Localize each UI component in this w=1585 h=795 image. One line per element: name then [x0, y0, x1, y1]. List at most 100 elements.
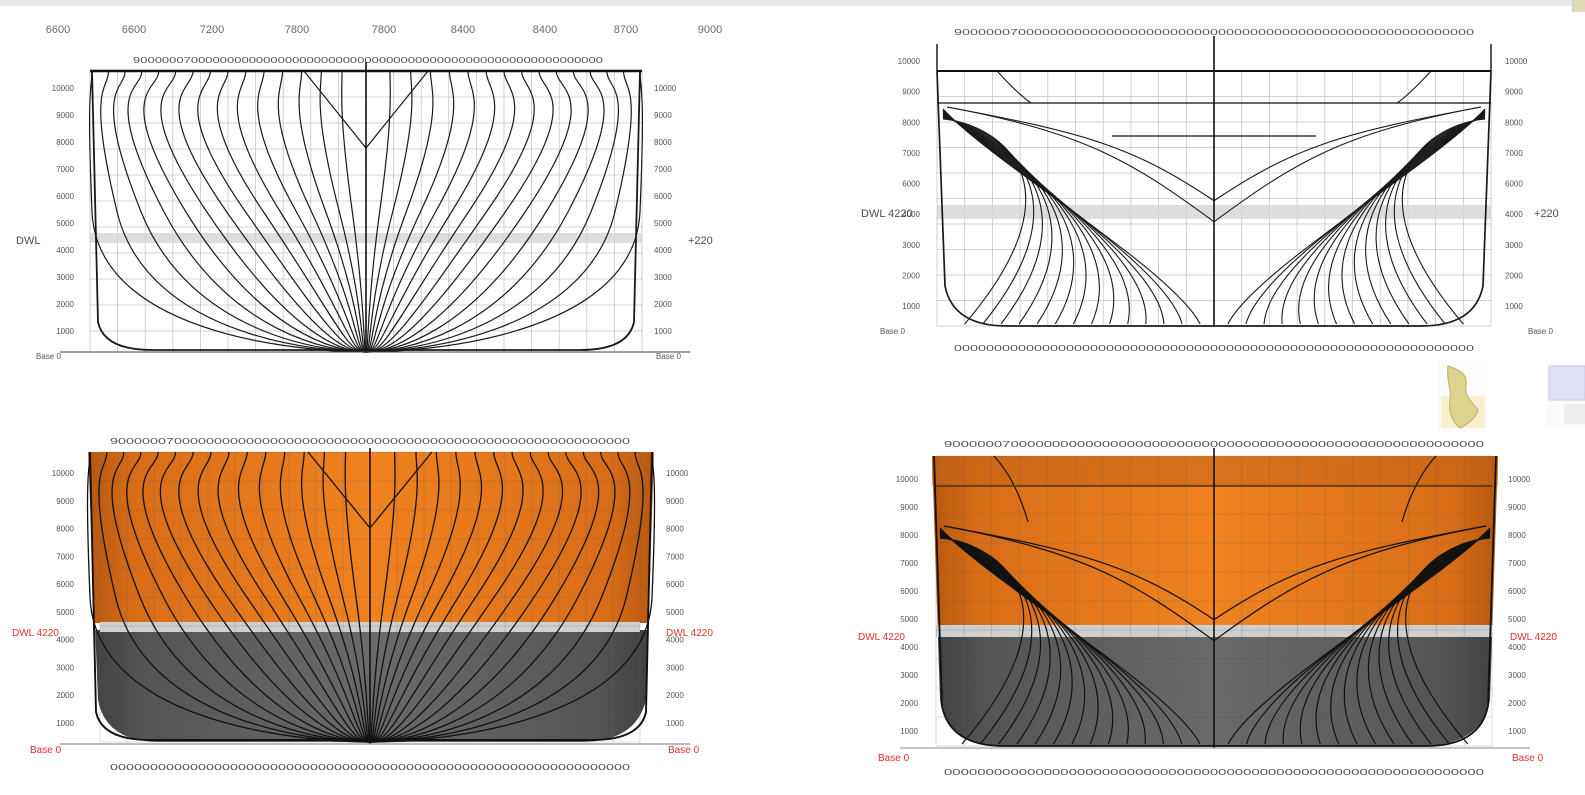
- height-tick-label: 10000: [654, 84, 677, 93]
- height-tick-label: 7000: [1505, 149, 1523, 158]
- base-label-left: Base 0: [36, 352, 61, 361]
- dwl-label-right: +220: [688, 235, 713, 247]
- station-line: [365, 70, 620, 353]
- height-tick-label: 6000: [56, 580, 74, 589]
- height-tick-label: 2000: [666, 691, 684, 700]
- height-tick-label: 2000: [654, 300, 672, 309]
- height-tick-label: 6000: [1505, 180, 1523, 189]
- station-line: [1401, 118, 1486, 325]
- station-lines: [933, 455, 1497, 747]
- height-tick-label: 9000: [902, 88, 920, 97]
- height-tick-label: 3000: [1508, 671, 1526, 680]
- station-line: [939, 535, 1041, 745]
- top-scale-label: 7800: [372, 24, 396, 36]
- height-tick-label: 8000: [1505, 118, 1523, 127]
- hull-thumbnail-icon[interactable]: [1438, 360, 1488, 430]
- right-height-ticks: 1000090008000700060005000400030002000100…: [654, 84, 677, 336]
- station-number-strip: 9000000700000000000000000000000000000000…: [944, 440, 1485, 449]
- height-tick-label: 8000: [56, 525, 74, 534]
- height-tick-label: 3000: [56, 663, 74, 672]
- height-tick-label: 5000: [666, 608, 684, 617]
- height-tick-label: 7000: [900, 559, 918, 568]
- height-tick-label: 6000: [1508, 587, 1526, 596]
- station-line: [946, 106, 1215, 202]
- height-tick-label: 4000: [56, 636, 74, 645]
- height-tick-label: 8000: [900, 531, 918, 540]
- left-height-ticks: 1000090008000700060005000400030002000100…: [52, 469, 75, 728]
- station-line: [236, 70, 367, 353]
- height-tick-label: 7000: [666, 552, 684, 561]
- top-scale-labels: 6600 6600 7200 7800 7800 8400 8400 8700 …: [46, 24, 722, 36]
- station-line: [369, 451, 418, 743]
- height-tick-label: 6000: [900, 587, 918, 596]
- station-line: [369, 451, 616, 743]
- top-scale-label: 6600: [122, 24, 146, 36]
- station-line: [369, 451, 544, 743]
- station-line: [365, 70, 554, 353]
- dwl-label-left: DWL: [16, 235, 40, 247]
- body-plan-bottom-left: 9000000700000000000000000000000000000000…: [12, 437, 713, 772]
- station-line: [942, 116, 1053, 325]
- station-line: [1378, 535, 1491, 745]
- top-scale-label: 7200: [200, 24, 224, 36]
- height-tick-label: 9000: [1508, 503, 1526, 512]
- base-label-left: Base 0: [30, 745, 62, 756]
- station-line: [111, 451, 371, 743]
- station-line: [1213, 106, 1482, 223]
- height-tick-label: 5000: [654, 219, 672, 228]
- station-line: [344, 451, 371, 743]
- height-tick-label: 4000: [1505, 210, 1523, 219]
- station-line: [301, 451, 371, 743]
- dwl-label-right: +220: [1534, 208, 1559, 220]
- height-tick-label: 10000: [666, 469, 689, 478]
- height-tick-label: 9000: [56, 497, 74, 506]
- height-tick-label: 1000: [900, 727, 918, 736]
- height-tick-label: 10000: [52, 84, 75, 93]
- body-plan-bottom-right: 9000000700000000000000000000000000000000…: [858, 440, 1557, 777]
- height-tick-label: 10000: [896, 475, 919, 484]
- top-scale-label: 8400: [533, 24, 557, 36]
- height-tick-label: 8000: [666, 525, 684, 534]
- station-line: [993, 455, 1029, 523]
- station-line: [1213, 525, 1487, 621]
- station-line: [942, 114, 1075, 325]
- height-tick-label: 9000: [666, 497, 684, 506]
- station-line: [216, 70, 367, 353]
- station-line: [942, 116, 1043, 325]
- height-tick-label: 4000: [654, 246, 672, 255]
- station-line: [197, 70, 367, 353]
- dwl-label-right: DWL 4220: [1510, 632, 1557, 643]
- height-tick-label: 2000: [902, 271, 920, 280]
- height-tick-label: 5000: [1508, 615, 1526, 624]
- station-line: [365, 70, 589, 353]
- height-tick-label: 9000: [900, 503, 918, 512]
- view-thumbnail-icon[interactable]: [1546, 362, 1585, 428]
- height-tick-label: 2000: [1508, 699, 1526, 708]
- station-line: [237, 451, 371, 743]
- station-line: [100, 70, 367, 353]
- height-tick-label: 8000: [1508, 531, 1526, 540]
- height-tick-label: 1000: [1505, 302, 1523, 311]
- station-line: [365, 70, 632, 353]
- height-tick-label: 1000: [56, 327, 74, 336]
- station-line: [369, 451, 582, 743]
- hull-outline: [933, 455, 1497, 747]
- station-line: [1397, 536, 1491, 745]
- height-tick-label: 7000: [902, 149, 920, 158]
- station-line: [322, 451, 371, 743]
- top-scale-label: 8400: [451, 24, 475, 36]
- height-tick-label: 3000: [900, 671, 918, 680]
- height-tick-label: 6000: [654, 192, 672, 201]
- height-tick-label: 7000: [654, 165, 672, 174]
- station-line: [279, 451, 371, 743]
- height-tick-label: 10000: [898, 57, 921, 66]
- station-line: [365, 70, 535, 353]
- above-waterline-fill: [88, 452, 654, 623]
- height-tick-label: 2000: [1505, 271, 1523, 280]
- station-line: [996, 70, 1032, 104]
- station-number-strip-bottom: 0000000000000000000000000000000000000000…: [954, 344, 1475, 353]
- window-top-strip: [0, 0, 1585, 6]
- station-line: [365, 70, 516, 353]
